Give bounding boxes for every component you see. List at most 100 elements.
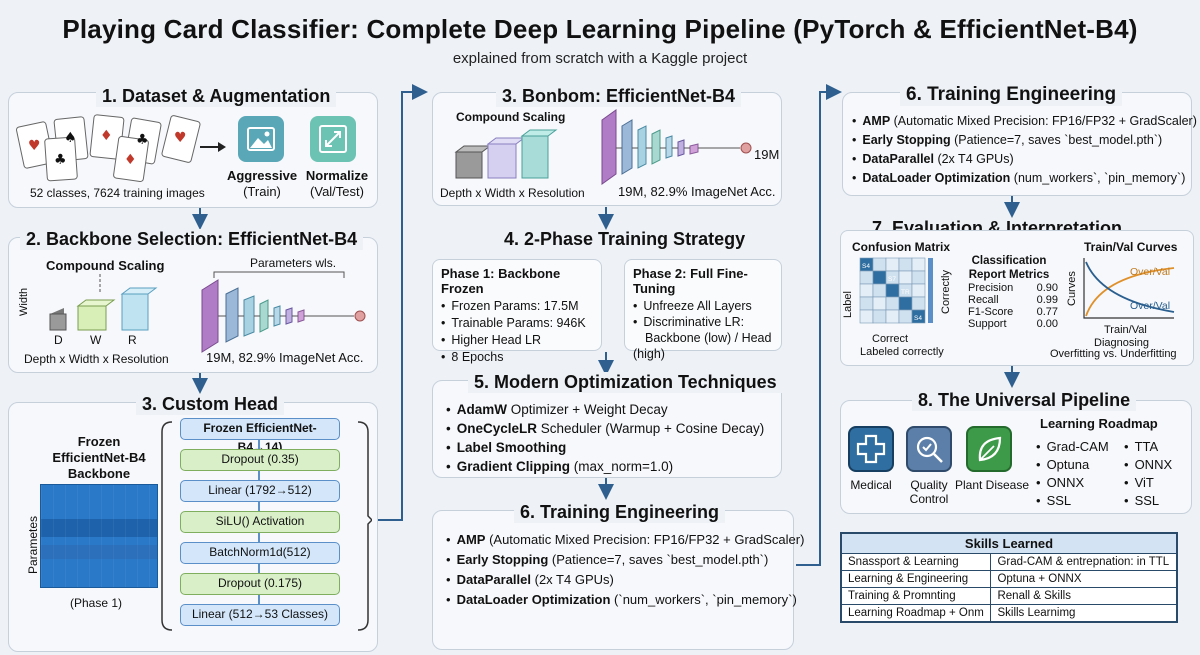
technique-detail: (Patience=7, saves `best_model.pth`) [548,552,769,567]
down-arrow-icon [258,471,260,480]
correctly-axis: Correctly [940,269,952,314]
technique-name: OneCycleLR [456,421,538,436]
params-axis-label: Parametes [26,515,40,574]
curves-y-label: Curves [1066,271,1078,306]
technique-item: DataLoader Optimization (num_workers`, `… [852,169,1197,188]
skills-title: Skills Learned [841,533,1177,554]
training-eng-mid-list: AMP (Automatic Mixed Precision: FP16/FP3… [446,530,805,610]
phase1-box: Phase 1: Backbone Frozen Frozen Params: … [432,259,602,364]
bonbom-accuracy: 19M, 82.9% ImageNet Acc. [618,184,776,199]
skills-cell: Optuna + ONNX [990,570,1177,588]
skills-cell: Skills Learnimg [990,604,1177,622]
report-title: Classification Report Metrics [968,255,1050,281]
down-arrow-icon [258,595,260,604]
training-eng-title: 6. Training Engineering [900,84,1123,106]
curves-title: Train/Val Curves [1084,240,1178,254]
skills-cell: Snassport & Learning [840,553,992,571]
correct-label: Correct [872,333,909,345]
params-label: Parameters wls. [250,256,337,270]
technique-name: AMP [862,114,891,128]
metric-name: F1-Score [968,306,1014,318]
cm-cell [911,283,926,298]
backbone-accuracy: 19M, 82.9% ImageNet Acc. [206,350,364,365]
svg-text:♥: ♥ [28,138,41,154]
cm-diagonal-cell [911,309,926,324]
phase1-title: Phase 1: Backbone Frozen [441,266,561,296]
head-layer-stack: Frozen EfficientNet-B4→14)Dropout (0.35)… [180,418,340,632]
quality-control-icon [906,426,952,472]
roadmap-title: Learning Roadmap [1040,416,1158,431]
cm-cell [859,296,874,311]
technique-name: DataParallel [862,152,934,166]
medical-icon [848,426,894,472]
technique-name: AdamW [456,402,507,417]
bonbom-dwr: Depth x Width x Resolution [440,186,585,200]
cm-cell [911,270,926,285]
roadmap-item: SSL [1124,492,1172,510]
roadmap-item: Optuna [1036,456,1109,474]
technique-detail: (2x T4 GPUs) [531,572,614,587]
cm-colorbar [928,258,933,323]
technique-detail: (max_norm=1.0) [569,459,674,474]
normalize-icon [310,116,356,162]
technique-item: AMP (Automatic Mixed Precision: FP16/FP3… [852,112,1197,131]
roadmap-col2: TTAONNXViTSSL [1124,438,1173,510]
cm-cell [872,257,887,272]
optimization-list: AdamW Optimizer + Weight DecayOneCycleLR… [446,400,765,476]
technique-name: Early Stopping [862,133,951,147]
cm-diagonal-cell [872,270,887,285]
phase-item: Frozen Params: 17.5M [441,298,593,315]
phase-item: Higher Head LR [441,332,593,349]
svg-text:♦: ♦ [124,152,137,168]
roadmap-item: Grad-CAM [1036,438,1109,456]
technique-name: DataLoader Optimization [456,592,611,607]
technique-item: Gradient Clipping (max_norm=1.0) [446,457,764,476]
label-axis: Label [842,291,854,318]
svg-text:♠: ♠ [64,130,77,146]
over-val-1: Over/Val [1130,266,1171,278]
cm-cell [885,257,900,272]
cm-diagonal-cell [898,296,913,311]
cm-cell-label: S7 [888,276,896,283]
skills-cell: Training & Promnting [840,587,992,605]
dataset-title: 1. Dataset & Augmentation [96,86,337,107]
technique-detail: Scheduler (Warmup + Cosine Decay) [537,421,765,436]
right-bracket [357,421,372,631]
svg-text:♣: ♣ [54,152,67,168]
labeled-correctly-label: Labeled correctly [860,346,944,358]
plant-disease-icon [966,426,1012,472]
svg-text:♦: ♦ [100,128,113,144]
technique-item: DataParallel (2x T4 GPUs) [446,570,804,590]
technique-detail: (`num_workers`, `pin_memory`) [610,592,797,607]
head-layer: Linear (1792→512) [180,480,340,502]
custom-head-title: 3. Custom Head [136,394,285,415]
normalize-label: Normalize [305,168,369,183]
skills-cell: Learning & Engineering [840,570,992,588]
cm-cell [859,283,874,298]
technique-item: AdamW Optimizer + Weight Decay [446,400,764,419]
arrow-right-icon [200,142,226,152]
width-axis-label: Width [18,287,30,316]
cm-diagonal-cell [885,283,900,298]
overfitting-label: Overfitting vs. Underfitting [1050,348,1177,360]
left-bracket [161,421,173,631]
technique-name: Early Stopping [456,552,549,567]
scale-d: D [54,333,63,347]
head-layer: Frozen EfficientNet-B4→14) [180,418,340,454]
universal-title: 8. The Universal Pipeline [912,390,1137,411]
bonbom-network-diagram [454,109,752,185]
roadmap-item: TTA [1124,438,1172,456]
technique-name: Label Smoothing [456,440,567,455]
train-val-curves [1083,258,1175,319]
head-layer: Dropout (0.175) [180,573,340,595]
augment-sub: (Train) [243,184,281,199]
roadmap-item: SSL [1036,492,1109,510]
cm-cell-label: S4 [914,315,922,322]
